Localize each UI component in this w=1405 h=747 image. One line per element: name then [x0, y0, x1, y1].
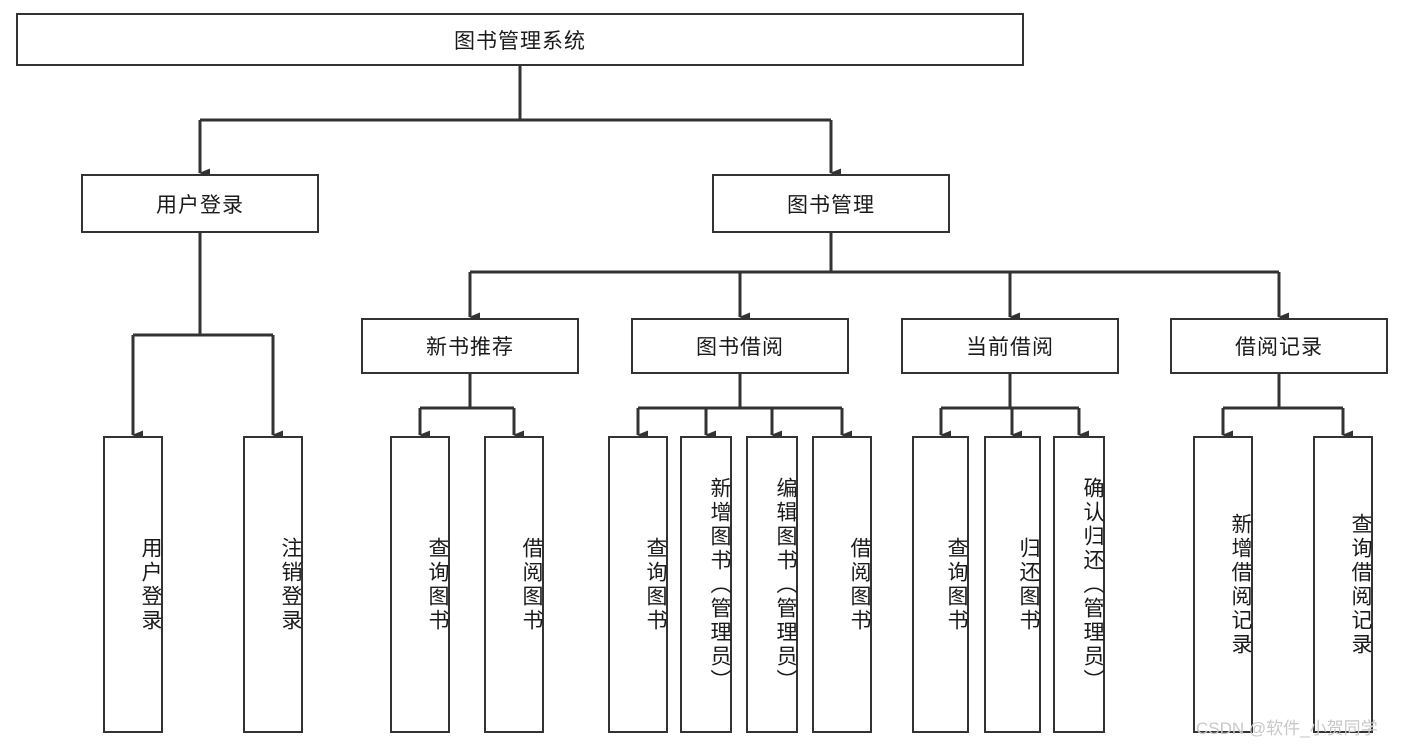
node-level2-0-label: 用户登录	[156, 193, 244, 217]
node-leaf-6-label: 编辑图书（管理员）	[774, 476, 797, 693]
node-leaf-2[interactable]: 查询图书	[390, 436, 450, 733]
node-leaf-9[interactable]: 归还图书	[984, 436, 1041, 733]
node-leaf-2-label: 查询图书	[426, 536, 449, 633]
node-leaf-1-label: 注销登录	[279, 536, 302, 633]
node-leaf-5[interactable]: 新增图书（管理员）	[680, 436, 732, 733]
node-leaf-10[interactable]: 确认归还（管理员）	[1053, 436, 1105, 733]
csdn-watermark: CSDN @软件_小贺同学	[1196, 719, 1378, 738]
node-leaf-12-label: 查询借阅记录	[1349, 512, 1372, 657]
node-root-label: 图书管理系统	[454, 29, 586, 53]
node-leaf-6[interactable]: 编辑图书（管理员）	[746, 436, 798, 733]
node-leaf-5-label: 新增图书（管理员）	[708, 476, 731, 693]
node-leaf-7[interactable]: 借阅图书	[812, 436, 872, 733]
node-level3-3-label: 借阅记录	[1235, 336, 1323, 359]
node-leaf-11[interactable]: 新增借阅记录	[1193, 436, 1253, 733]
node-leaf-0-label: 用户登录	[139, 536, 162, 633]
node-level3-1-label: 图书借阅	[696, 336, 784, 359]
node-leaf-12[interactable]: 查询借阅记录	[1313, 436, 1373, 733]
node-leaf-9-label: 归还图书	[1017, 536, 1040, 633]
node-leaf-0[interactable]: 用户登录	[103, 436, 163, 733]
node-level2-1-label: 图书管理	[787, 193, 875, 217]
node-leaf-10-label: 确认归还（管理员）	[1081, 476, 1104, 693]
node-level3-0[interactable]: 新书推荐	[361, 318, 579, 374]
node-leaf-3[interactable]: 借阅图书	[484, 436, 544, 733]
node-leaf-4-label: 查询图书	[644, 536, 667, 633]
node-leaf-8[interactable]: 查询图书	[912, 436, 969, 733]
node-leaf-1[interactable]: 注销登录	[243, 436, 303, 733]
node-level2-0[interactable]: 用户登录	[81, 174, 319, 233]
node-level3-3[interactable]: 借阅记录	[1170, 318, 1388, 374]
node-leaf-7-label: 借阅图书	[848, 536, 871, 633]
node-level3-2[interactable]: 当前借阅	[901, 318, 1119, 374]
node-leaf-3-label: 借阅图书	[520, 536, 543, 633]
node-level3-2-label: 当前借阅	[966, 336, 1054, 359]
node-level3-0-label: 新书推荐	[426, 336, 514, 359]
node-leaf-8-label: 查询图书	[945, 536, 968, 633]
node-leaf-4[interactable]: 查询图书	[608, 436, 668, 733]
node-root[interactable]: 图书管理系统	[16, 13, 1024, 66]
node-level2-1[interactable]: 图书管理	[712, 174, 950, 233]
node-leaf-11-label: 新增借阅记录	[1229, 512, 1252, 657]
node-level3-1[interactable]: 图书借阅	[631, 318, 849, 374]
